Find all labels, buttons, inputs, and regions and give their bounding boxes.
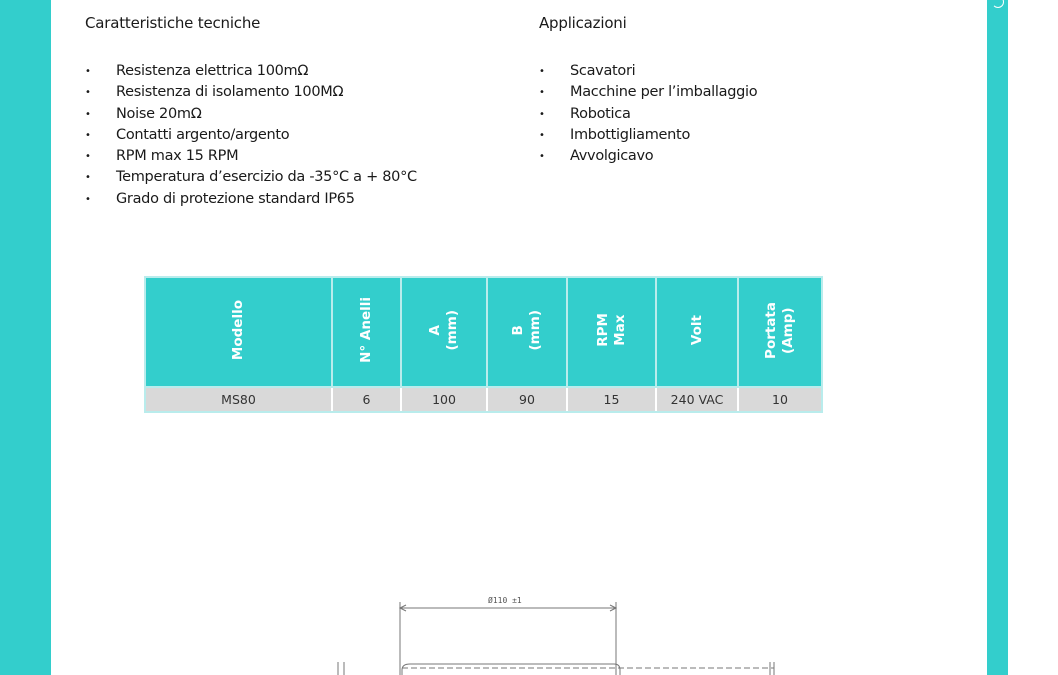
dimension-label: Ø110 ±1 <box>488 596 522 605</box>
bullet-icon: • <box>539 151 545 163</box>
bullet-icon: • <box>85 108 91 120</box>
column-header-volt: Volt <box>655 276 739 388</box>
list-item: •Resistenza di isolamento 100MΩ <box>85 82 505 103</box>
bullet-icon: • <box>539 108 545 120</box>
bullet-icon: • <box>539 129 545 141</box>
list-item: •Resistenza elettrica 100mΩ <box>85 61 505 82</box>
list-item: •RPM max 15 RPM <box>85 146 505 167</box>
list-item: •Grado di protezione standard IP65 <box>85 189 505 210</box>
technical-specs-list: •Resistenza elettrica 100mΩ •Resistenza … <box>85 61 505 210</box>
list-item: •Robotica <box>539 104 939 125</box>
applications-list: •Scavatori •Macchine per l’imballaggio •… <box>539 61 939 167</box>
applications-heading: Applicazioni <box>539 14 627 32</box>
technical-specs-section: Caratteristiche tecniche •Resistenza ele… <box>85 12 505 210</box>
cell-a: 100 <box>400 386 488 413</box>
column-header-modello: Modello <box>144 276 333 388</box>
list-item: •Contatti argento/argento <box>85 125 505 146</box>
list-item: •Scavatori <box>539 61 939 82</box>
list-item: •Temperatura d’esercizio da -35°C a + 80… <box>85 167 505 188</box>
cell-volt: 240 VAC <box>655 386 739 413</box>
column-header-b: B(mm) <box>486 276 568 388</box>
cell-portata: 10 <box>737 386 823 413</box>
cell-rpm: 15 <box>566 386 657 413</box>
bullet-icon: • <box>85 172 91 184</box>
page-marker-icon <box>992 0 1004 8</box>
list-item: •Macchine per l’imballaggio <box>539 82 939 103</box>
list-item: •Imbottigliamento <box>539 125 939 146</box>
bullet-icon: • <box>539 87 545 99</box>
bullet-icon: • <box>85 87 91 99</box>
cell-b: 90 <box>486 386 568 413</box>
cell-modello: MS80 <box>144 386 333 413</box>
cell-anelli: 6 <box>331 386 402 413</box>
bullet-icon: • <box>539 66 545 77</box>
column-header-a: A(mm) <box>400 276 488 388</box>
bullet-icon: • <box>85 129 91 141</box>
left-accent-band <box>0 0 51 675</box>
applications-section: Applicazioni •Scavatori •Macchine per l’… <box>539 12 939 167</box>
list-item: •Noise 20mΩ <box>85 104 505 125</box>
bullet-icon: • <box>85 66 91 77</box>
bullet-icon: • <box>85 193 91 205</box>
list-item: •Avvolgicavo <box>539 146 939 167</box>
table-row: MS80 6 100 90 15 240 VAC 10 <box>144 386 823 413</box>
column-header-anelli: N° Anelli <box>331 276 402 388</box>
technical-drawing-icon <box>337 602 775 675</box>
right-accent-band <box>987 0 1008 675</box>
bullet-icon: • <box>85 151 91 163</box>
column-header-portata: Portata(Amp) <box>737 276 823 388</box>
technical-specs-heading: Caratteristiche tecniche <box>85 14 261 32</box>
